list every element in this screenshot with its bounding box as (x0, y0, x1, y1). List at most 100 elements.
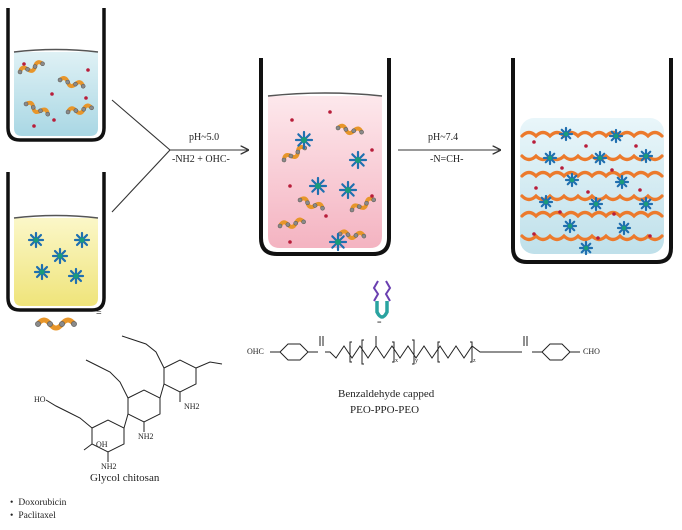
chitosan-amine-label-3: NH2 (184, 402, 200, 411)
paclitaxel-molecule (294, 130, 314, 150)
doxorubicin-dot (532, 232, 536, 236)
paclitaxel-molecule (608, 128, 624, 144)
chitosan-chain-bead (89, 105, 94, 111)
doxorubicin-dot (32, 124, 36, 128)
chitosan-chain-bead (312, 203, 318, 208)
paclitaxel-core (300, 136, 308, 144)
paclitaxel-molecule (73, 231, 91, 249)
chitosan-chain-bead (31, 105, 36, 110)
chitosan-chain-bead (353, 233, 359, 238)
paclitaxel-core (593, 201, 599, 207)
paclitaxel-core (613, 133, 619, 139)
peo-ppo-peo-icon (372, 280, 392, 319)
chitosan-chain-backbone (282, 145, 307, 162)
paclitaxel-core (354, 156, 362, 164)
chitosan-amine-label-2: NH2 (138, 432, 154, 441)
legend-paclitaxel: Paclitaxel (10, 511, 55, 521)
chitosan-chain (57, 76, 86, 89)
chitosan-chain-bead (57, 77, 63, 83)
paclitaxel-molecule (558, 126, 574, 142)
chitosan-chain (277, 217, 306, 229)
bracket-x (349, 341, 395, 363)
benzene-ring-left (279, 343, 309, 361)
chitosan-oh-label: OH (96, 440, 108, 449)
paclitaxel-core (57, 253, 63, 259)
paclitaxel-core (567, 223, 573, 229)
paclitaxel-molecule (27, 231, 45, 249)
paclitaxel-molecule (51, 247, 69, 265)
chitosan-chain (297, 196, 325, 211)
glycol-chitosan-structure (45, 335, 223, 462)
chitosan-chain-bead (349, 207, 355, 213)
doxorubicin-dot (612, 212, 616, 216)
beaker-4-gel (520, 118, 664, 254)
chitosan-chain (335, 123, 364, 136)
peo-ppo-peo-structure (270, 336, 580, 365)
aldehyde-left-label: OHC (247, 347, 264, 356)
doxorubicin-dot (52, 118, 56, 122)
peo-ppo-peo-network-strand (520, 170, 664, 179)
doxorubicin-dot (86, 68, 90, 72)
doxorubicin-dot (534, 186, 538, 190)
doxorubicin-dot (586, 190, 590, 194)
bracket-y (361, 339, 415, 365)
paclitaxel-core (583, 245, 589, 251)
paclitaxel-core (569, 177, 575, 183)
step-1-reaction-label: -NH2 + OHC- (172, 154, 230, 165)
paclitaxel-core (597, 155, 603, 161)
beaker-2-outline (6, 172, 106, 312)
peo-ppo-peo-caption-line-2: PEO-PPO-PEO (350, 404, 420, 416)
paclitaxel-molecule (328, 232, 348, 252)
paclitaxel-molecule (308, 176, 328, 196)
chitosan-chain-bead (25, 67, 30, 72)
beaker-2-meniscus (13, 214, 99, 219)
doxorubicin-dot (370, 194, 374, 198)
peo-ppo-backbone (325, 345, 522, 359)
glycol-hydroxyl-label: HO (34, 395, 46, 404)
chitosan-chain-bead (65, 79, 70, 85)
beaker-glycol-chitosan (6, 8, 106, 142)
doxorubicin-dot (648, 234, 652, 238)
chitosan-chain-backbone (350, 196, 376, 212)
chitosan-chain (349, 196, 377, 213)
glucosamine-ring-3 (163, 359, 197, 393)
beaker-paclitaxel (6, 172, 106, 312)
doxorubicin-dot (288, 240, 292, 244)
glycol-arm-1 (45, 399, 93, 429)
doxorubicin-dot (370, 148, 374, 152)
doxorubicin-dot (50, 92, 54, 96)
chitosan-chain (65, 103, 94, 115)
beaker-hydrogel (511, 58, 673, 264)
paclitaxel-core (643, 153, 649, 159)
chitosan-chain-backbone (336, 123, 364, 136)
peo-equals-sign: = (377, 318, 382, 327)
merge-arrow (111, 99, 248, 213)
paclitaxel-molecule (638, 148, 654, 164)
benzene-ring-right (541, 343, 571, 361)
paclitaxel-molecule (348, 150, 368, 170)
legend-doxorubicin: Doxorubicin (10, 498, 66, 508)
paclitaxel-molecule (564, 172, 580, 188)
doxorubicin-dot (532, 140, 536, 144)
repeat-z-label: z (473, 358, 476, 364)
paclitaxel-core (563, 131, 569, 137)
repeat-y-label: y (415, 358, 418, 364)
chitosan-chain-bead (305, 200, 310, 205)
chitosan-chain-bead (359, 129, 364, 135)
step-1-ph-label: pH~5.0 (189, 132, 220, 143)
chitosan-chain-backbone (298, 196, 325, 211)
bracket-z (437, 341, 473, 363)
doxorubicin-dot (288, 184, 292, 188)
chitosan-chain-backbone (24, 100, 50, 117)
chitosan-chain-bead (301, 219, 306, 225)
beaker-1-outline (6, 8, 106, 142)
chitosan-chain-bead (65, 109, 71, 115)
beaker-3-meniscus (267, 92, 383, 97)
chitosan-chain-legend (35, 317, 77, 331)
chitosan-chain-backbone (338, 229, 366, 241)
paclitaxel-core (619, 179, 625, 185)
glucosamine-ring-2 (127, 389, 161, 423)
chitosan-chain-bead (40, 61, 45, 67)
paclitaxel-molecule (592, 150, 608, 166)
